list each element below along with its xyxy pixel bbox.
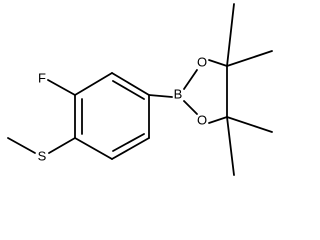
bond-b-o-bottom — [183, 100, 198, 115]
ring-bond-3-inner — [112, 133, 145, 152]
bond-o-top-c — [208, 59, 228, 67]
bond-c-s — [48, 137, 76, 154]
ring-bond-3 — [111, 137, 150, 160]
bond-o-bottom-c — [208, 116, 228, 124]
bond-s-methyl — [7, 137, 36, 154]
oxygen-bottom-atom-label: O — [197, 112, 207, 127]
oxygen-top-atom-label: O — [197, 54, 207, 69]
fluorine-atom-label: F — [38, 70, 46, 85]
methyl-bond-bottom-down — [226, 116, 235, 176]
ring-bond-4 — [74, 137, 113, 160]
ring-bond-1-inner — [112, 80, 145, 100]
bond-c-f — [47, 79, 76, 96]
bond-c-b — [148, 94, 173, 98]
methyl-bond-top-right — [226, 50, 273, 67]
boron-atom-label: B — [174, 86, 183, 101]
methyl-bond-top-up — [226, 3, 235, 67]
molecular-structure-diagram: F S B O O — [7, 3, 273, 176]
bond-b-o-top — [183, 69, 198, 90]
ring-bond-6 — [74, 72, 113, 96]
sulfur-atom-label: S — [38, 148, 47, 163]
methyl-bond-bottom-right — [226, 116, 273, 133]
ring-bond-1 — [111, 72, 150, 96]
